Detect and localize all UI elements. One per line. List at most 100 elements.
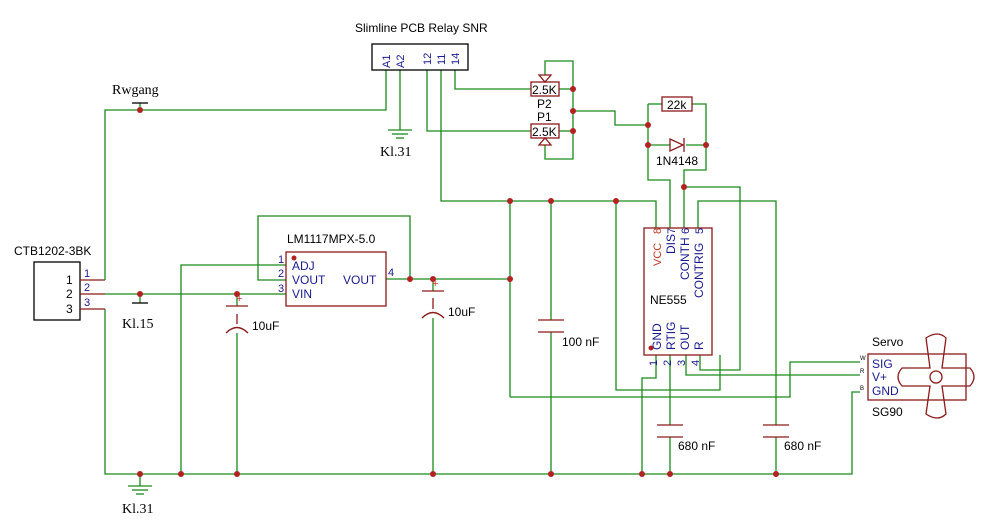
pot-p1: 2.5K P1: [530, 110, 560, 146]
ne555-pin-out: OUT: [678, 324, 692, 350]
ne555-pin-rtig: RTIG: [664, 322, 678, 350]
relay-pin-14: 14: [450, 53, 462, 65]
relay: Slimline PCB Relay SNR A1 A2 12 11 14: [355, 21, 488, 71]
regulator-body: [285, 251, 387, 307]
wire-trig-loop: [684, 186, 741, 371]
ne555-pinno-1: 1: [648, 360, 660, 366]
wire-pots-to-dis: [573, 110, 648, 126]
relay-pin-12: 12: [422, 53, 434, 65]
cap-680nf-b: 680 nF: [763, 424, 821, 453]
connector-body: [33, 261, 81, 321]
servo-name: SG90: [872, 405, 903, 419]
wire-ne555-gnd: [641, 355, 657, 474]
relay-pin-a1: A1: [381, 55, 393, 68]
ne555-pin-gnd: GND: [650, 323, 664, 350]
pot-p2: 2.5K P2: [530, 74, 560, 111]
ne555-pinno-4: 4: [690, 360, 702, 366]
wire-reset: [615, 201, 721, 391]
cap-680nf-b-label: 680 nF: [784, 439, 821, 453]
wire-22k-right: [692, 103, 707, 145]
junctions: [137, 86, 779, 477]
ne555-pin-conth: CONTH: [678, 237, 692, 280]
cap-vin-plus: +: [236, 293, 242, 305]
regulator-pinno-4: 4: [388, 267, 394, 279]
ne555-pinno-5: 5: [694, 228, 706, 234]
diode-1n4148: 1N4148: [656, 137, 698, 168]
regulator: LM1117MPX-5.0 ADJ VOUT VIN VOUT 1 2 3 4: [278, 232, 394, 307]
net-label-kl15: Kl.15: [122, 317, 154, 332]
regulator-pin-vout-right: VOUT: [343, 273, 377, 287]
connector-pin-2: 2: [66, 287, 73, 301]
wire-rwgang-net: [104, 70, 387, 270]
diode-label: 1N4148: [656, 154, 698, 168]
resistor-22k-label: 22k: [667, 98, 687, 112]
servo-pin-sig: SIG: [872, 357, 893, 371]
relay-body: [371, 43, 469, 71]
ne555: VCC DIS CONTH CONTRIG NE555 GND RTIG OUT…: [643, 227, 713, 366]
cap-680nf-a-label: 680 nF: [678, 439, 715, 453]
servo-wire-b: B: [860, 386, 864, 392]
connector-pinno-3: 3: [84, 297, 90, 309]
cap-680nf-a: 680 nF: [657, 424, 715, 453]
pot-p2-label: P2: [537, 97, 552, 111]
relay-title: Slimline PCB Relay SNR: [355, 21, 488, 35]
ne555-pin-r: R: [692, 341, 706, 350]
wire-contrig: [683, 145, 707, 228]
cap-vout-plus: +: [432, 278, 438, 290]
ground-symbol-top: [388, 129, 412, 139]
cap-100nf: 100 nF: [538, 319, 599, 349]
servo-title: Servo: [872, 335, 904, 349]
servo-pin-gnd: GND: [872, 384, 899, 398]
wire-reg-loop: [257, 215, 411, 281]
wire-p2-wiper: [544, 60, 574, 89]
wire-bottom-loop: [510, 361, 860, 398]
wires: [104, 60, 860, 486]
regulator-pinno-3: 3: [278, 283, 284, 295]
cap-vin: + 10uF: [225, 293, 279, 334]
wire-cont: [697, 200, 777, 425]
regulator-pin-vin: VIN: [292, 287, 312, 301]
ne555-body: [643, 227, 713, 356]
relay-pin-11: 11: [436, 54, 448, 65]
ground-symbol-bottom: [128, 485, 152, 495]
net-label-rwgang: Rwgang: [112, 83, 159, 98]
wire-pin3-ground: [104, 309, 860, 475]
cap-vout-label: 10uF: [448, 305, 475, 319]
ne555-pinno-7: 7: [666, 228, 678, 234]
pot-p1-value: 2.5K: [532, 125, 557, 139]
relay-pin-a2: A2: [395, 55, 407, 68]
ne555-name: NE555: [650, 293, 687, 307]
regulator-pin-vout-left: VOUT: [292, 273, 326, 287]
ne555-pinno-6: 6: [680, 228, 692, 234]
net-label-kl31-top: Kl.31: [380, 145, 412, 160]
servo: Servo SG90 SIG V+ GND W R B: [860, 333, 975, 419]
resistor-22k: 22k: [661, 96, 693, 112]
servo-wire-r: R: [860, 369, 865, 375]
net-label-kl31-bottom: Kl.31: [122, 502, 154, 517]
regulator-pinno-1: 1: [278, 254, 284, 266]
ne555-pin-vcc: VCC: [652, 243, 664, 266]
servo-pin-vplus: V+: [872, 370, 887, 384]
wire-out-servo: [685, 355, 860, 376]
ne555-pin-dis: DIS: [664, 234, 678, 254]
cap-vout: + 10uF: [421, 278, 475, 319]
pot-p2-value: 2.5K: [532, 83, 557, 97]
connector-pinno-2: 2: [84, 282, 90, 294]
wire-relay12-p1: [426, 70, 531, 132]
servo-body: [867, 353, 967, 401]
wire-p1-wiper: [544, 131, 574, 160]
pot-p1-label: P1: [537, 110, 552, 124]
regulator-pin-adj: ADJ: [292, 259, 315, 273]
connector-pinno-1: 1: [84, 268, 90, 280]
ne555-pinno-3: 3: [676, 360, 688, 366]
cap-100nf-label: 100 nF: [562, 335, 599, 349]
connector-name: CTB1202-3BK: [14, 244, 91, 258]
servo-wire-w: W: [860, 356, 866, 362]
cap-vin-label: 10uF: [252, 319, 279, 333]
regulator-pinno-2: 2: [278, 268, 284, 280]
servo-horn-icon: [897, 333, 975, 419]
connector-pin-3: 3: [66, 302, 73, 316]
connector-pin-1: 1: [66, 273, 73, 287]
wire-relay14-p2: [454, 70, 531, 90]
